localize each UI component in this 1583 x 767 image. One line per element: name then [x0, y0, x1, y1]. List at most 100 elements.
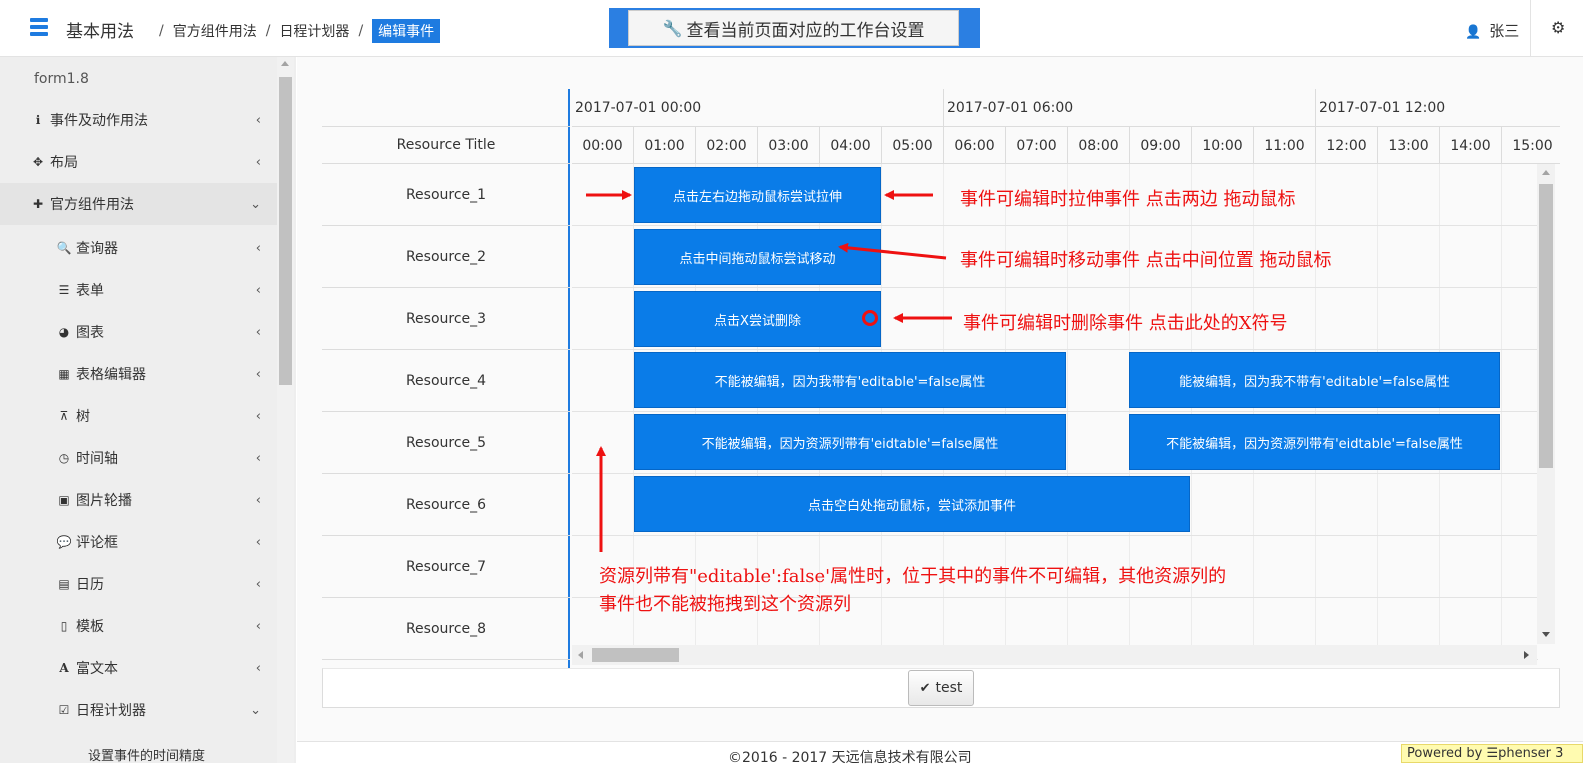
- sidebar-item-calendar[interactable]: ▤ 日历 ‹: [0, 563, 277, 605]
- sidebar-item-carousel[interactable]: ▣ 图片轮播 ‹: [0, 479, 277, 521]
- hour-header: 15:00: [1502, 127, 1560, 164]
- sidebar-scrollbar[interactable]: [277, 57, 294, 763]
- workspace-settings-button[interactable]: 🔧 查看当前页面对应的工作台设置: [628, 10, 959, 46]
- footer-divider: [297, 741, 1583, 742]
- hour-header: 04:00: [820, 127, 882, 164]
- hamburger-icon[interactable]: [30, 18, 48, 36]
- grid-line: [1005, 164, 1006, 660]
- sidebar-item-label: 日程计划器: [76, 703, 146, 719]
- annotation-move: 事件可编辑时移动事件 点击中间位置 拖动鼠标: [960, 250, 1332, 271]
- sidebar-item-label: 查询器: [76, 241, 118, 257]
- breadcrumb-item[interactable]: 日程计划器: [279, 24, 350, 40]
- resource-row: Resource_4: [322, 350, 570, 412]
- sidebar-item-chart[interactable]: ◕ 图表 ‹: [0, 311, 277, 353]
- version-label: form1.8: [34, 71, 89, 87]
- sidebar: form1.8 ℹ 事件及动作用法 ‹ ✥ 布局 ‹ ✚ 官方组件用法 ⌄ 🔍 …: [0, 57, 296, 763]
- sidebar-item-components[interactable]: ✚ 官方组件用法 ⌄: [0, 183, 277, 225]
- grid-line: [1129, 164, 1130, 660]
- scheduler-horizontal-scrollbar[interactable]: [572, 645, 1537, 665]
- chevron-left-icon: ‹: [255, 534, 261, 550]
- sidebar-item-scheduler[interactable]: ☑ 日程计划器 ⌄: [0, 689, 277, 731]
- sidebar-item-tree[interactable]: ⊼ 树 ‹: [0, 395, 277, 437]
- event-block[interactable]: 点击空白处拖动鼠标，尝试添加事件: [634, 476, 1190, 532]
- sitemap-icon: ⊼: [59, 409, 69, 423]
- puzzle-icon: ✚: [32, 197, 44, 211]
- info-circle-icon: ℹ: [35, 113, 41, 127]
- pie-chart-icon: ◕: [58, 325, 70, 339]
- chevron-down-icon: ⌄: [250, 702, 261, 718]
- sidebar-item-query[interactable]: 🔍 查询器 ‹: [0, 227, 277, 269]
- chevron-down-icon: ⌄: [250, 196, 261, 212]
- gear-icon[interactable]: ⚙: [1551, 18, 1566, 37]
- event-block[interactable]: 点击X尝试删除: [634, 291, 881, 347]
- row-line: [572, 225, 1538, 226]
- scrollbar-thumb[interactable]: [279, 77, 292, 385]
- row-line: [572, 473, 1538, 474]
- resource-row: Resource_3: [322, 288, 570, 350]
- search-icon: 🔍: [56, 241, 72, 255]
- chevron-left-icon: ‹: [255, 618, 261, 634]
- resource-header: Resource Title: [322, 89, 570, 164]
- scroll-left-icon[interactable]: [578, 651, 583, 659]
- scroll-up-icon[interactable]: [1542, 170, 1550, 175]
- sidebar-item-label: 图表: [76, 325, 104, 341]
- sidebar-item-rich-text[interactable]: A 富文本 ‹: [0, 647, 277, 689]
- row-line: [572, 411, 1538, 412]
- resource-row: Resource_7: [322, 536, 570, 598]
- chevron-left-icon: ‹: [255, 282, 261, 298]
- scroll-down-icon[interactable]: [1542, 632, 1550, 637]
- grid-line: [1191, 164, 1192, 660]
- row-line: [572, 349, 1538, 350]
- sidebar-item-label: 事件及动作用法: [50, 113, 148, 129]
- sidebar-item-form[interactable]: ☰ 表单 ‹: [0, 269, 277, 311]
- hour-header: 13:00: [1378, 127, 1440, 164]
- sidebar-item-label: 表单: [76, 283, 104, 299]
- top-bar: 基本用法 / 官方组件用法 / 日程计划器 / 编辑事件 🔧 查看当前页面对应的…: [0, 0, 1583, 57]
- grid-line: [943, 164, 944, 660]
- user-menu[interactable]: 👤张三: [1465, 20, 1519, 41]
- delete-x-marker-icon: [862, 310, 878, 326]
- image-icon: ▣: [58, 493, 70, 507]
- powered-by-badge[interactable]: Powered by ☰phenser 3: [1401, 744, 1583, 763]
- grid-line: [819, 164, 820, 660]
- event-block[interactable]: 点击中间拖动鼠标尝试移动: [634, 229, 881, 285]
- hour-header: 05:00: [882, 127, 944, 164]
- scroll-right-icon[interactable]: [1524, 651, 1529, 659]
- scrollbar-thumb[interactable]: [592, 648, 679, 662]
- event-block[interactable]: 能被编辑，因为我不带有'editable'=false属性: [1129, 352, 1500, 408]
- workspace-settings-label: 查看当前页面对应的工作台设置: [686, 20, 925, 41]
- breadcrumb-item[interactable]: 官方组件用法: [172, 24, 257, 40]
- sidebar-item-comment[interactable]: 💬 评论框 ‹: [0, 521, 277, 563]
- comment-icon: 💬: [56, 535, 72, 549]
- test-button-label: test: [935, 680, 963, 696]
- user-name: 张三: [1489, 22, 1520, 40]
- sidebar-item-layout[interactable]: ✥ 布局 ‹: [0, 141, 277, 183]
- move-arrows-icon: ✥: [32, 155, 44, 169]
- hour-header: 12:00: [1316, 127, 1378, 164]
- sidebar-item-table-editor[interactable]: ▦ 表格编辑器 ‹: [0, 353, 277, 395]
- grid-line: [757, 164, 758, 660]
- hour-header: 11:00: [1254, 127, 1316, 164]
- test-button[interactable]: ✔ test: [908, 670, 974, 706]
- hour-header: 01:00: [634, 127, 696, 164]
- hour-header: 03:00: [758, 127, 820, 164]
- event-block[interactable]: 点击左右边拖动鼠标尝试拉伸: [634, 167, 881, 223]
- scheduler-vertical-scrollbar[interactable]: [1537, 164, 1555, 644]
- sidebar-item-label: 模板: [76, 619, 104, 635]
- grid-line: [1315, 164, 1316, 660]
- resource-row: Resource_6: [322, 474, 570, 536]
- sidebar-subitem-time-precision[interactable]: 设置事件的时间精度: [88, 748, 206, 764]
- grid-line: [1067, 164, 1068, 660]
- scrollbar-thumb[interactable]: [1539, 184, 1553, 468]
- scroll-up-icon[interactable]: [281, 61, 289, 66]
- sidebar-item-events[interactable]: ℹ 事件及动作用法 ‹: [0, 99, 277, 141]
- day-header: 2017-07-01 06:00: [944, 89, 1316, 127]
- table-icon: ▦: [58, 367, 70, 381]
- timeline-area[interactable]: 2017-07-01 00:00 2017-07-01 06:00 2017-0…: [572, 89, 1560, 668]
- sidebar-item-template[interactable]: ▯ 模板 ‹: [0, 605, 277, 647]
- grid-line: [633, 164, 634, 660]
- row-line: [572, 535, 1538, 536]
- footer-copyright: ©2016 - 2017 天远信息技术有限公司: [728, 750, 972, 766]
- hour-header: 07:00: [1006, 127, 1068, 164]
- sidebar-item-timeline[interactable]: ◷ 时间轴 ‹: [0, 437, 277, 479]
